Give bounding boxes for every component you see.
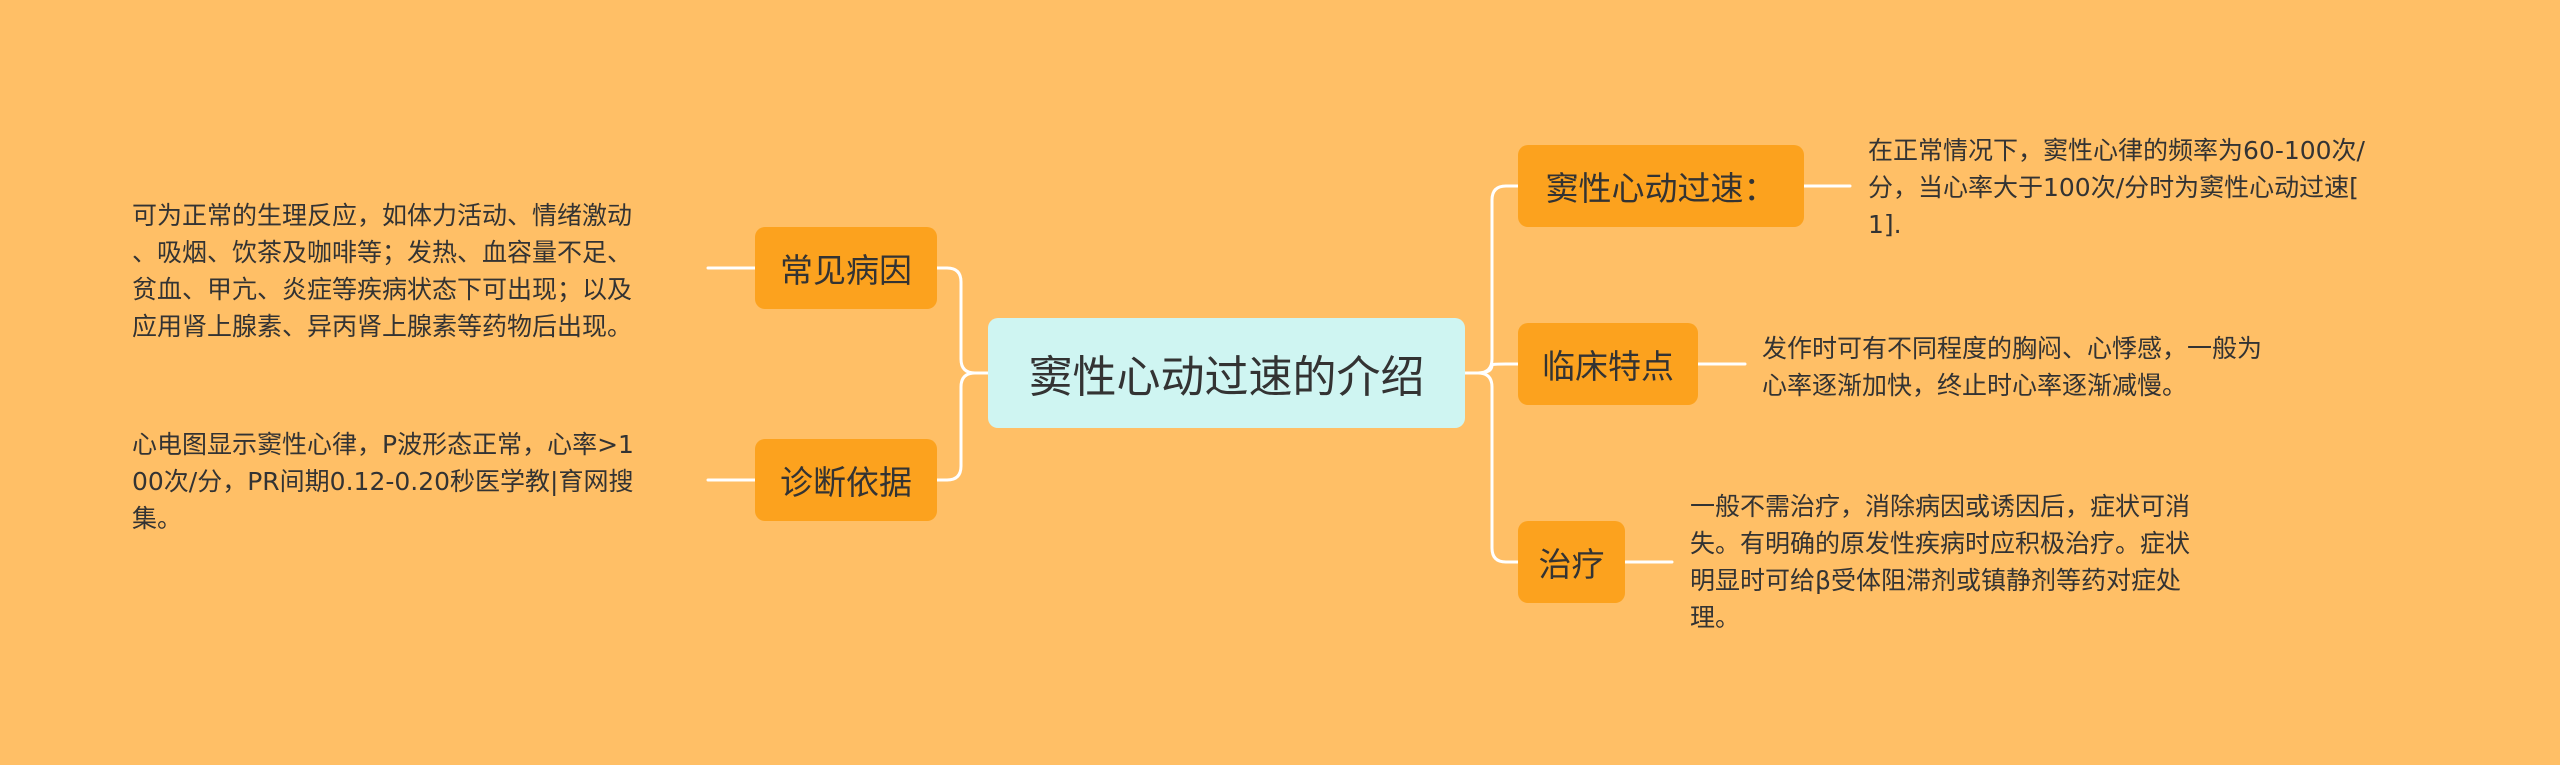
note-definition-line: 在正常情况下，窦性心律的频率为60-100次/ [1868, 136, 2365, 165]
note-causes-line: 、吸烟、饮茶及咖啡等；发热、血容量不足、 [132, 238, 633, 267]
link-root-treatment [1463, 371, 1520, 564]
note-clinical-line: 发作时可有不同程度的胸闷、心悸感，一般为 [1762, 334, 2263, 363]
link-root-causes [935, 266, 990, 375]
note-causes-line: 可为正常的生理反应，如体力活动、情绪激动 [132, 201, 633, 230]
branch-treatment-label: 治疗 [1538, 545, 1605, 584]
note-diagnosis: 心电图显示窦性心律，P波形态正常，心率>1 00次/分，PR间期0.12-0.2… [132, 426, 634, 537]
branch-causes-label: 常见病因 [780, 251, 912, 290]
link-root-diagnosis [935, 371, 990, 482]
note-definition-line: 1]. [1868, 210, 1902, 239]
note-definition: 在正常情况下，窦性心律的频率为60-100次/ 分，当心率大于100次/分时为窦… [1868, 132, 2365, 243]
note-diagnosis-line: 集。 [132, 504, 183, 533]
note-treatment: 一般不需治疗，消除病因或诱因后，症状可消 失。有明确的原发性疾病时应积极治疗。症… [1690, 488, 2190, 636]
branch-clinical[interactable]: 临床特点 [1518, 323, 1698, 405]
note-clinical-line: 心率逐渐加快，终止时心率逐渐减慢。 [1762, 371, 2188, 400]
branch-diagnosis-label: 诊断依据 [780, 463, 912, 502]
branch-clinical-label: 临床特点 [1542, 347, 1674, 386]
root-topic[interactable]: 窦性心动过速的介绍 [988, 318, 1465, 428]
root-topic-label: 窦性心动过速的介绍 [1028, 352, 1425, 403]
note-causes-line: 贫血、甲亢、炎症等疾病状态下可出现；以及 [132, 275, 633, 304]
link-root-definition [1463, 184, 1520, 375]
note-clinical: 发作时可有不同程度的胸闷、心悸感，一般为 心率逐渐加快，终止时心率逐渐减慢。 [1762, 330, 2262, 404]
branch-definition[interactable]: 窦性心动过速： [1518, 145, 1804, 227]
branch-definition-label: 窦性心动过速： [1545, 169, 1777, 208]
note-treatment-line: 明显时可给β受体阻滞剂或镇静剂等药对症处 [1690, 566, 2181, 595]
branch-diagnosis[interactable]: 诊断依据 [755, 439, 937, 521]
note-treatment-line: 失。有明确的原发性疾病时应积极治疗。症状 [1690, 529, 2191, 558]
note-causes-line: 应用肾上腺素、异丙肾上腺素等药物后出现。 [132, 312, 633, 341]
note-treatment-line: 理。 [1690, 603, 1741, 632]
branch-treatment[interactable]: 治疗 [1518, 521, 1625, 603]
note-causes: 可为正常的生理反应，如体力活动、情绪激动 、吸烟、饮茶及咖啡等；发热、血容量不足… [132, 197, 632, 345]
branch-causes[interactable]: 常见病因 [755, 227, 937, 309]
note-diagnosis-line: 心电图显示窦性心律，P波形态正常，心率>1 [132, 430, 634, 459]
note-diagnosis-line: 00次/分，PR间期0.12-0.20秒医学教|育网搜 [132, 467, 634, 496]
note-treatment-line: 一般不需治疗，消除病因或诱因后，症状可消 [1690, 492, 2191, 521]
note-definition-line: 分，当心率大于100次/分时为窦性心动过速[ [1868, 173, 2359, 202]
